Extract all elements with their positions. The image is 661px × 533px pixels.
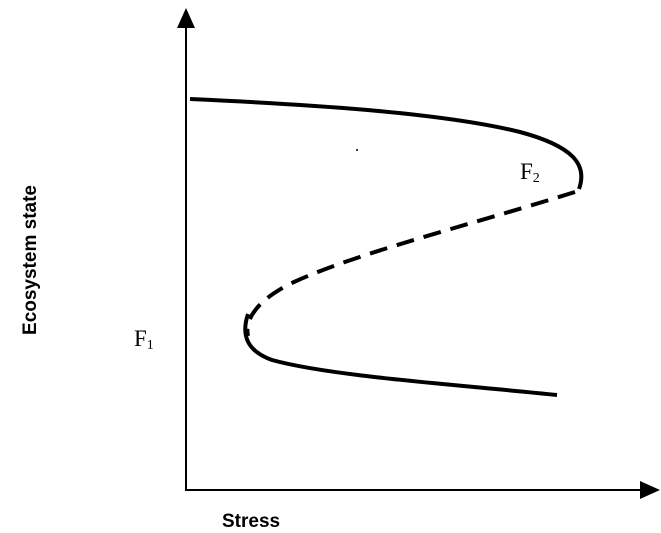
fold-point-f1-sub: 1 [147,338,154,353]
axes [177,8,660,499]
x-axis-arrowhead [640,481,660,499]
fold-point-f2-label: F2 [520,159,540,186]
upper-stable-branch [189,97,584,190]
unstable-branch [245,190,576,337]
x-axis-label: Stress [222,511,280,532]
fold-point-f1-main: F [134,326,147,351]
fold-point-f2-main: F [520,159,533,184]
y-axis-arrowhead [177,8,195,28]
y-axis-label: Ecosystem state [20,185,41,335]
fold-point-f2-sub: 2 [533,171,540,186]
lower-stable-branch [243,313,558,397]
fold-point-f1-label: F1 [134,326,154,353]
stray-dot [356,149,358,151]
